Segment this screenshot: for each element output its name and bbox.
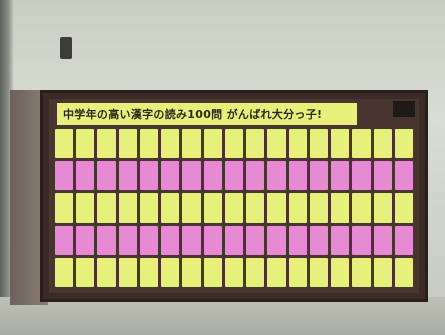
kanji-card <box>182 193 201 223</box>
kanji-card <box>55 193 74 223</box>
kanji-card <box>139 257 159 287</box>
notice-board-frame: 中学年の高い漢字の読み100問 がんばれ大分っ子! <box>40 90 428 302</box>
kanji-card <box>352 193 371 223</box>
kanji-card <box>139 129 159 159</box>
kanji-card <box>76 161 95 191</box>
kanji-card <box>203 193 222 223</box>
kanji-card <box>394 257 413 287</box>
kanji-card <box>352 129 371 159</box>
kanji-card-grid <box>55 129 413 287</box>
kanji-card <box>246 193 265 223</box>
kanji-card <box>246 161 265 191</box>
kanji-card <box>373 257 392 287</box>
kanji-card <box>331 129 350 159</box>
kanji-card <box>267 129 286 159</box>
kanji-card <box>76 129 95 159</box>
kanji-card <box>118 129 137 159</box>
kanji-card <box>288 225 307 255</box>
kanji-card <box>118 193 137 223</box>
kanji-card <box>267 225 286 255</box>
board-title-banner: 中学年の高い漢字の読み100問 がんばれ大分っ子! <box>57 103 357 125</box>
kanji-card <box>161 225 180 255</box>
kanji-card <box>267 257 286 287</box>
board-title: 中学年の高い漢字の読み100問 がんばれ大分っ子! <box>63 108 323 121</box>
kanji-card <box>224 193 244 223</box>
kanji-card <box>352 257 371 287</box>
kanji-card <box>118 257 137 287</box>
kanji-card <box>394 129 413 159</box>
kanji-card <box>309 257 329 287</box>
kanji-card <box>76 193 95 223</box>
kanji-card <box>97 193 116 223</box>
kanji-card <box>288 193 307 223</box>
kanji-card <box>203 161 222 191</box>
wall-bracket <box>60 37 72 59</box>
kanji-card <box>352 225 371 255</box>
kanji-card <box>97 129 116 159</box>
notice-board: 中学年の高い漢字の読み100問 がんばれ大分っ子! <box>49 99 419 293</box>
kanji-card <box>288 161 307 191</box>
kanji-card <box>246 257 265 287</box>
kanji-card <box>139 161 159 191</box>
kanji-card <box>182 129 201 159</box>
kanji-card <box>309 161 329 191</box>
kanji-card <box>288 257 307 287</box>
kanji-card <box>373 161 392 191</box>
kanji-card <box>373 129 392 159</box>
kanji-card <box>224 161 244 191</box>
kanji-card <box>97 161 116 191</box>
kanji-card <box>161 257 180 287</box>
kanji-card <box>309 129 329 159</box>
kanji-card <box>331 161 350 191</box>
kanji-card <box>224 257 244 287</box>
kanji-card <box>203 225 222 255</box>
kanji-card <box>139 225 159 255</box>
kanji-card <box>352 161 371 191</box>
kanji-card <box>394 225 413 255</box>
kanji-card <box>55 257 74 287</box>
kanji-card <box>161 193 180 223</box>
kanji-card <box>182 225 201 255</box>
kanji-card <box>267 193 286 223</box>
kanji-card <box>161 129 180 159</box>
kanji-card <box>288 129 307 159</box>
kanji-card <box>97 257 116 287</box>
kanji-card <box>76 225 95 255</box>
kanji-card <box>246 129 265 159</box>
kanji-card <box>118 225 137 255</box>
kanji-card <box>203 257 222 287</box>
floor-area <box>0 297 445 335</box>
kanji-card <box>373 193 392 223</box>
kanji-card <box>394 161 413 191</box>
kanji-card <box>331 193 350 223</box>
kanji-card <box>97 225 116 255</box>
kanji-card <box>55 161 74 191</box>
kanji-card <box>182 257 201 287</box>
kanji-card <box>139 193 159 223</box>
kanji-card <box>331 257 350 287</box>
kanji-card <box>118 161 137 191</box>
kanji-card <box>55 225 74 255</box>
kanji-card <box>224 225 244 255</box>
kanji-card <box>309 225 329 255</box>
kanji-card <box>76 257 95 287</box>
kanji-card <box>309 193 329 223</box>
kanji-card <box>55 129 74 159</box>
kanji-card <box>224 129 244 159</box>
kanji-card <box>182 161 201 191</box>
kanji-card <box>394 193 413 223</box>
kanji-card <box>161 161 180 191</box>
kanji-card <box>246 225 265 255</box>
kanji-card <box>267 161 286 191</box>
kanji-card <box>331 225 350 255</box>
kanji-card <box>373 225 392 255</box>
corner-sticker <box>393 101 415 117</box>
kanji-card <box>203 129 222 159</box>
